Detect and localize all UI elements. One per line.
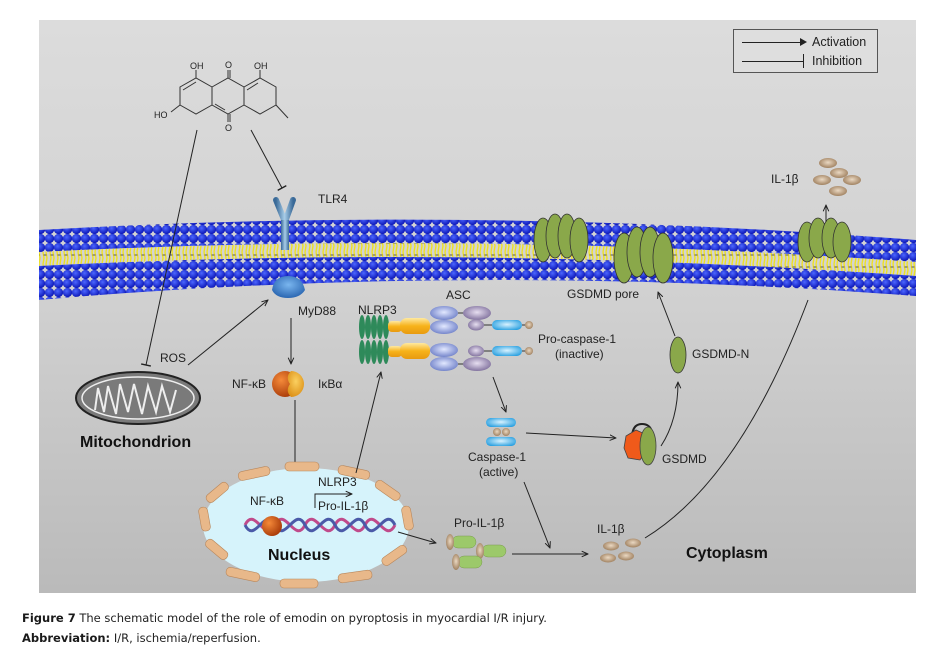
pro-il1b-icon (446, 534, 507, 570)
pro-caspase-label-line1: Pro-caspase-1 (538, 332, 616, 346)
gsdmd-label: GSDMD (662, 452, 707, 466)
caspase-to-gsdmd-arrow (525, 432, 616, 438)
ros-to-myd88-arrow (187, 300, 268, 366)
emodin-structure (170, 70, 289, 122)
caption-text: The schematic model of the role of emodi… (75, 611, 547, 625)
legend-inhibition: Inhibition (734, 52, 877, 70)
mitochondrion-icon (75, 371, 201, 425)
caspase-label-line2: (active) (479, 465, 518, 479)
gsdmd-pore-label: GSDMD pore (567, 287, 639, 301)
arrowhead-icon (800, 38, 807, 46)
gsdmd-icon (623, 422, 657, 466)
inhibit-tlr4-line (250, 129, 287, 191)
myd88-icon (272, 276, 305, 298)
gsdmd-n-label: GSDMD-N (692, 347, 749, 361)
legend-inhibition-label: Inhibition (812, 54, 863, 68)
nfkb-ikba-complex-icon (272, 371, 304, 397)
nucleus-nfkb-label: NF-κB (250, 494, 284, 508)
emodin-carbonyl-bottom: O (225, 123, 232, 133)
nfkb-label: NF-κB (232, 377, 266, 391)
nucleus-label: Nucleus (268, 547, 330, 564)
gsdmdn-to-pore-arrow (658, 292, 676, 337)
gsdmd-to-gsdmdn-arrow (660, 382, 678, 447)
gene-to-pro-il1b-arrow (397, 531, 436, 543)
nlrp3-complex-label: NLRP3 (358, 303, 397, 317)
abbreviation-text: I/R, ischemia/reperfusion. (110, 631, 261, 645)
inhibit-ros-line (140, 129, 198, 367)
activation-line-icon (742, 42, 804, 43)
pro-il1b-gene-label: Pro-IL-1β (318, 499, 368, 513)
asc-label: ASC (446, 288, 471, 302)
legend-activation-label: Activation (812, 35, 867, 49)
ros-label: ROS (160, 351, 186, 365)
inflammasome-to-caspase-arrow (492, 376, 506, 412)
abbreviation-heading: Abbreviation: (22, 631, 111, 645)
abbreviation-note: Abbreviation: I/R, ischemia/reperfusion. (22, 631, 261, 645)
il1b-cytoplasm-label: IL-1β (597, 522, 625, 536)
tlr4-receptor-icon (273, 197, 296, 250)
gsdmd-n-icon (669, 336, 687, 374)
legend-activation: Activation (734, 33, 877, 51)
il1b-extracellular-label: IL-1β (771, 172, 799, 186)
gsdmd-pore-right-icon (797, 217, 852, 263)
inhibition-line-icon (742, 61, 804, 62)
emodin-carbonyl-top: O (225, 60, 232, 70)
nlrp3-gene-label: NLRP3 (318, 475, 357, 489)
il1b-cytoplasm-icon (600, 538, 641, 563)
inhibition-bar-icon (803, 54, 804, 68)
il1b-to-pore-arrow (644, 299, 809, 539)
cell-membrane (39, 219, 916, 300)
emodin-oh-right: OH (254, 61, 268, 71)
myd88-label: MyD88 (298, 304, 336, 318)
gsdmd-pore-left-icon (533, 213, 589, 263)
caspase-to-il1b-arrow (523, 481, 550, 548)
nfkb-bound-dna-icon (262, 516, 282, 536)
emodin-oh-left: OH (190, 61, 204, 71)
gsdmd-pore-center-icon (613, 226, 674, 284)
caspase-label-line1: Caspase-1 (468, 450, 526, 464)
transcription-start-arrow (314, 494, 352, 508)
figure-number: Figure 7 (22, 611, 76, 625)
tlr4-label: TLR4 (318, 192, 348, 206)
nlrp3-gene-to-complex-arrow (355, 372, 381, 474)
ikba-label: IκBα (318, 377, 342, 391)
legend: Activation Inhibition (733, 29, 878, 73)
emodin-ho: HO (154, 110, 168, 120)
pro-caspase-label-line2: (inactive) (555, 347, 604, 361)
nlrp3-inflammasome-icon (359, 306, 533, 371)
il1b-extracellular-icon (813, 158, 861, 196)
mitochondrion-label: Mitochondrion (80, 434, 191, 451)
cytoplasm-label: Cytoplasm (686, 545, 768, 562)
caspase-1-active-icon (486, 418, 516, 446)
figure-caption: Figure 7 The schematic model of the role… (22, 611, 547, 625)
pro-il1b-label: Pro-IL-1β (454, 516, 504, 530)
